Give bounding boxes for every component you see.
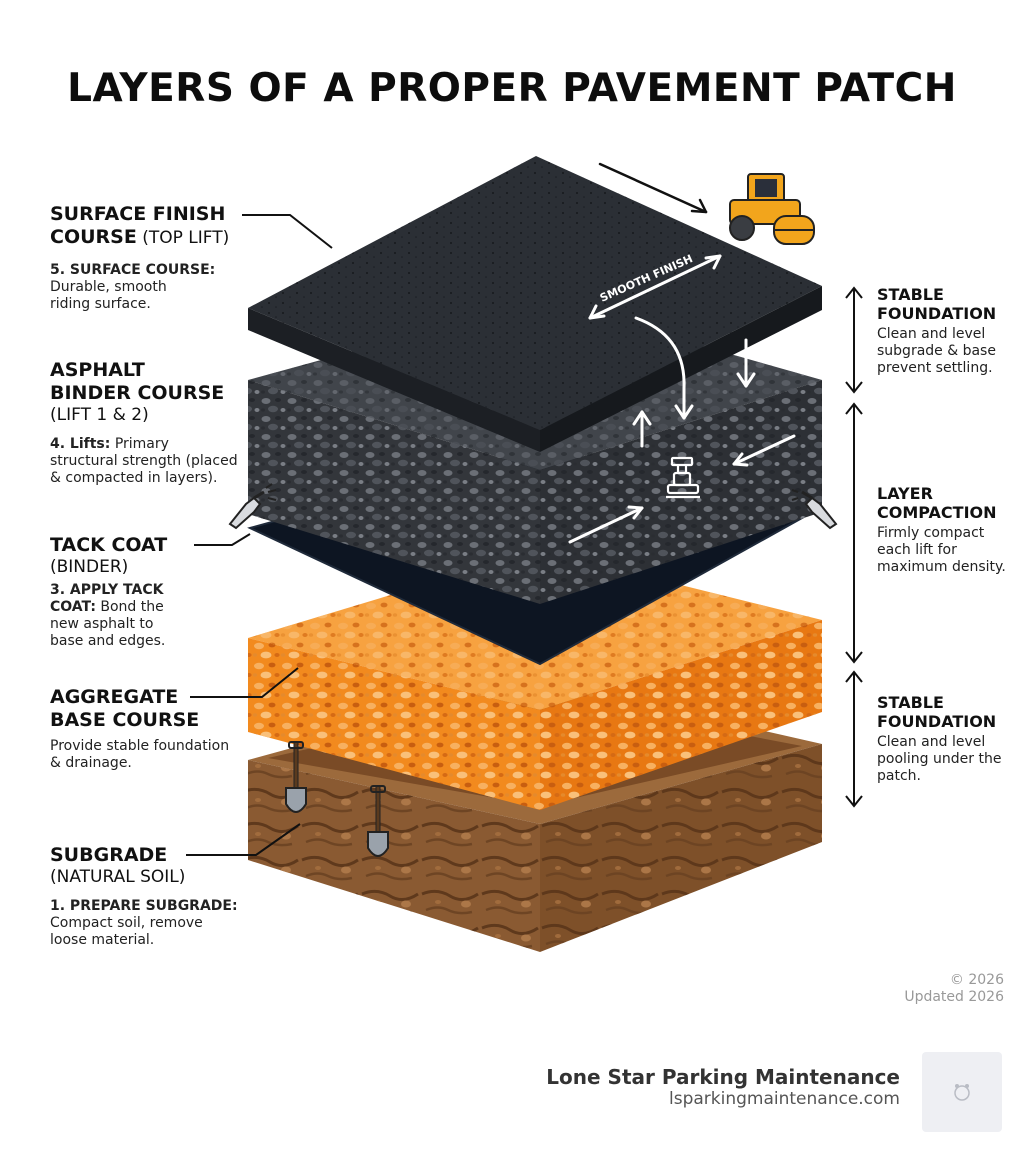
right-heading-2: LAYER COMPACTION (877, 484, 997, 522)
roller-icon (729, 173, 815, 245)
subgrade-heading: SUBGRADE (50, 844, 168, 866)
shovel-icon (367, 785, 389, 857)
spray-wand-icon (228, 483, 277, 530)
right-heading-1: STABLE FOUNDATION (877, 285, 997, 323)
surface-heading-2: COURSE (50, 226, 137, 248)
right-label-1: STABLE FOUNDATION Clean and level subgra… (877, 285, 1007, 377)
roller-direction-arrow (598, 162, 708, 214)
binder-heading-2: BINDER COURSE (50, 382, 225, 404)
binder-heading: ASPHALT (50, 359, 145, 381)
brand-name: Lone Star Parking Maintenance (546, 1065, 900, 1089)
updated-note: Updated 2026 (904, 989, 1004, 1005)
flow-arrows (568, 254, 796, 544)
subgrade-sub: (NATURAL SOIL) (50, 867, 186, 887)
right-dimension-arrows (845, 286, 863, 808)
right-desc-1: Clean and level subgrade & base prevent … (877, 326, 996, 376)
surface-desc: Durable, smooth riding surface. (50, 279, 167, 312)
shovel-icon (285, 741, 307, 813)
copyright: © 2026 (949, 972, 1004, 988)
label-surface: SURFACE FINISH COURSE (TOP LIFT) 5. SURF… (50, 203, 250, 313)
tack-heading: TACK COAT (50, 534, 168, 556)
tack-desc: Bond the new asphalt to base and edges. (50, 599, 166, 649)
right-desc-2: Firmly compact each lift for maximum den… (877, 525, 1006, 575)
label-binder: ASPHALT BINDER COURSE (LIFT 1 & 2) 4. Li… (50, 359, 240, 487)
leader-lines (186, 214, 333, 856)
brand-logo (922, 1052, 1002, 1132)
binder-sub: (LIFT 1 & 2) (50, 405, 149, 425)
binder-desc: Primary structural strength (placed & co… (50, 436, 238, 486)
right-heading-3: STABLE FOUNDATION (877, 693, 997, 731)
brand-block: Lone Star Parking Maintenance lsparkingm… (546, 1065, 900, 1110)
surface-heading: SURFACE FINISH (50, 203, 226, 225)
aggregate-heading: AGGREGATE (50, 686, 179, 708)
right-label-3: STABLE FOUNDATION Clean and level poolin… (877, 693, 1007, 785)
label-tack: TACK COAT (BINDER) 3. APPLY TACK COAT: B… (50, 534, 190, 650)
surface-layer (248, 156, 822, 452)
spray-wand-icon (791, 489, 838, 530)
brand-url[interactable]: lsparkingmaintenance.com (669, 1089, 900, 1109)
copyright-block: © 2026 Updated 2026 (904, 972, 1004, 1006)
tack-step: 3. APPLY TACK COAT: (50, 582, 164, 615)
bear-icon (954, 1084, 970, 1101)
aggregate-desc: Provide stable foundation & drainage. (50, 738, 230, 771)
binder-step: 4. Lifts: (50, 436, 111, 452)
right-label-2: LAYER COMPACTION Firmly compact each lif… (877, 484, 1007, 576)
tack-sub: (BINDER) (50, 557, 129, 577)
right-desc-3: Clean and level pooling under the patch. (877, 734, 1002, 784)
subgrade-desc: Compact soil, remove loose material. (50, 915, 203, 948)
subgrade-step: 1. PREPARE SUBGRADE: (50, 898, 238, 914)
page-title: LAYERS OF A PROPER PAVEMENT PATCH (67, 66, 957, 111)
plate-compactor-icon (666, 456, 700, 499)
surface-step: 5. SURFACE COURSE: (50, 262, 216, 278)
surface-subheading: (TOP LIFT) (136, 228, 230, 248)
label-subgrade: SUBGRADE (NATURAL SOIL) 1. PREPARE SUBGR… (50, 844, 260, 949)
aggregate-heading-2: BASE COURSE (50, 709, 200, 731)
label-aggregate: AGGREGATE BASE COURSE Provide stable fou… (50, 686, 240, 772)
